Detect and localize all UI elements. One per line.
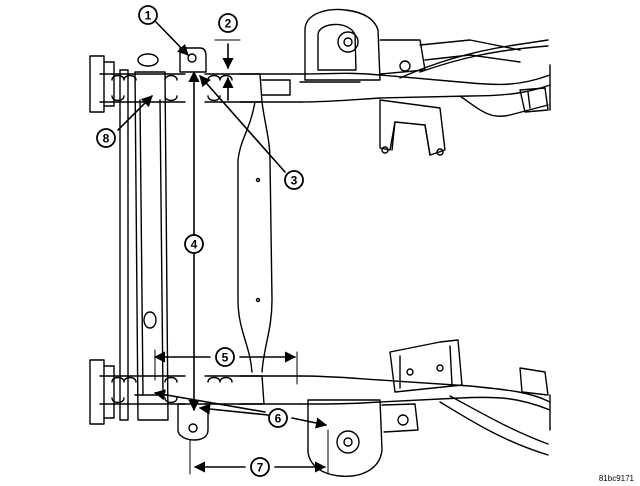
callout-5: 5: [215, 347, 235, 367]
upper-frame-rail: [99, 64, 551, 111]
callout-5-label: 5: [222, 351, 229, 365]
callout-3-label: 3: [291, 174, 298, 188]
callout-4-label: 4: [191, 238, 198, 252]
figure-code: 81bc9171: [599, 474, 635, 483]
callout-7: 7: [250, 457, 270, 477]
callout-1-label: 1: [145, 9, 152, 23]
callout-3: 3: [284, 170, 304, 190]
bumper-pad-bottom: [89, 359, 115, 425]
lower-frame-rail: [99, 375, 551, 431]
callout-1: 1: [138, 5, 158, 25]
callout-6: 6: [268, 408, 288, 428]
upper-hanger-bracket: [379, 99, 446, 156]
lower-upper-bracket: [389, 339, 549, 396]
upper-mount-tower: [304, 8, 521, 81]
lower-mount-tower: [307, 399, 419, 477]
upper-right-stub: [519, 87, 549, 113]
callout-8-label: 8: [103, 132, 110, 146]
bumper-pad-top: [89, 55, 115, 113]
callout-6-label: 6: [275, 412, 282, 426]
upper-bracket: [179, 47, 207, 73]
callout-4: 4: [184, 234, 204, 254]
lower-bracket: [177, 403, 209, 441]
center-crossmember: [237, 101, 273, 373]
leader-lines: [117, 21, 328, 429]
callout-2: 2: [218, 13, 238, 33]
callout-2-label: 2: [225, 17, 232, 31]
callout-7-label: 7: [257, 461, 264, 475]
dimension-lines: [153, 39, 329, 475]
front-crossmember: [119, 53, 169, 421]
lower-rail-kickup: [439, 395, 549, 456]
callout-8: 8: [96, 128, 116, 148]
